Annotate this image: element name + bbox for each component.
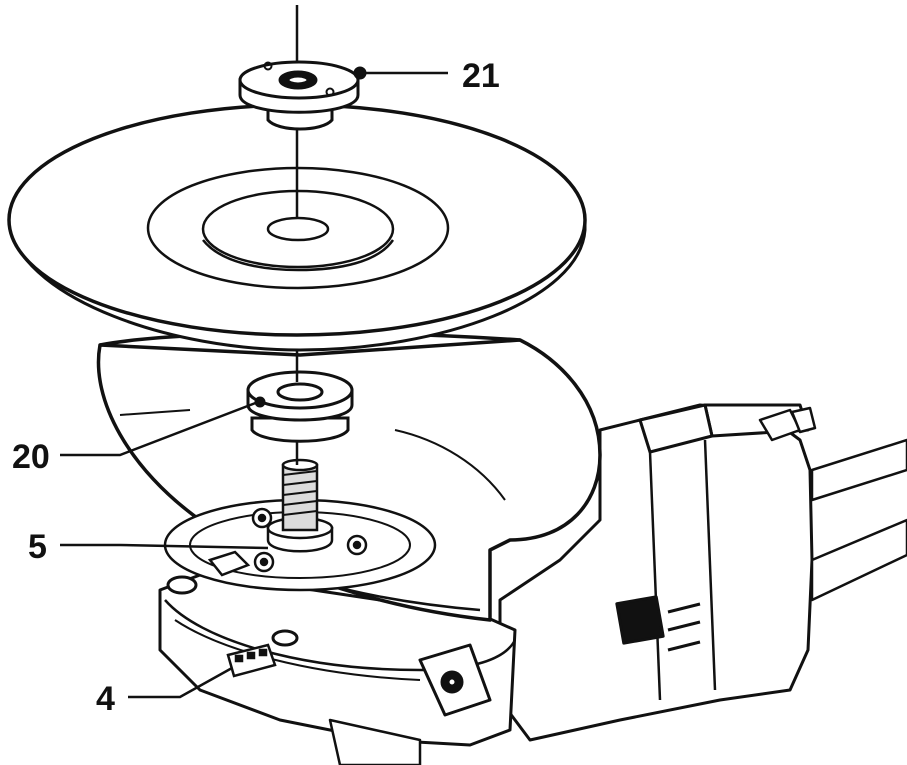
callout-21: 21 (462, 57, 500, 95)
grinding-disc (7, 103, 587, 352)
callout-5: 5 (28, 528, 47, 566)
callout-20: 20 (12, 438, 50, 476)
leader-5 (60, 543, 269, 550)
leader-20 (60, 400, 259, 457)
gear-head (158, 573, 517, 765)
leader-lines (60, 71, 448, 699)
leader-4 (128, 666, 233, 699)
callout-4: 4 (96, 680, 115, 718)
clamp-nut (238, 60, 367, 131)
motor-housing (498, 403, 907, 742)
spindle-shaft (266, 458, 334, 553)
backing-flange (246, 370, 354, 443)
